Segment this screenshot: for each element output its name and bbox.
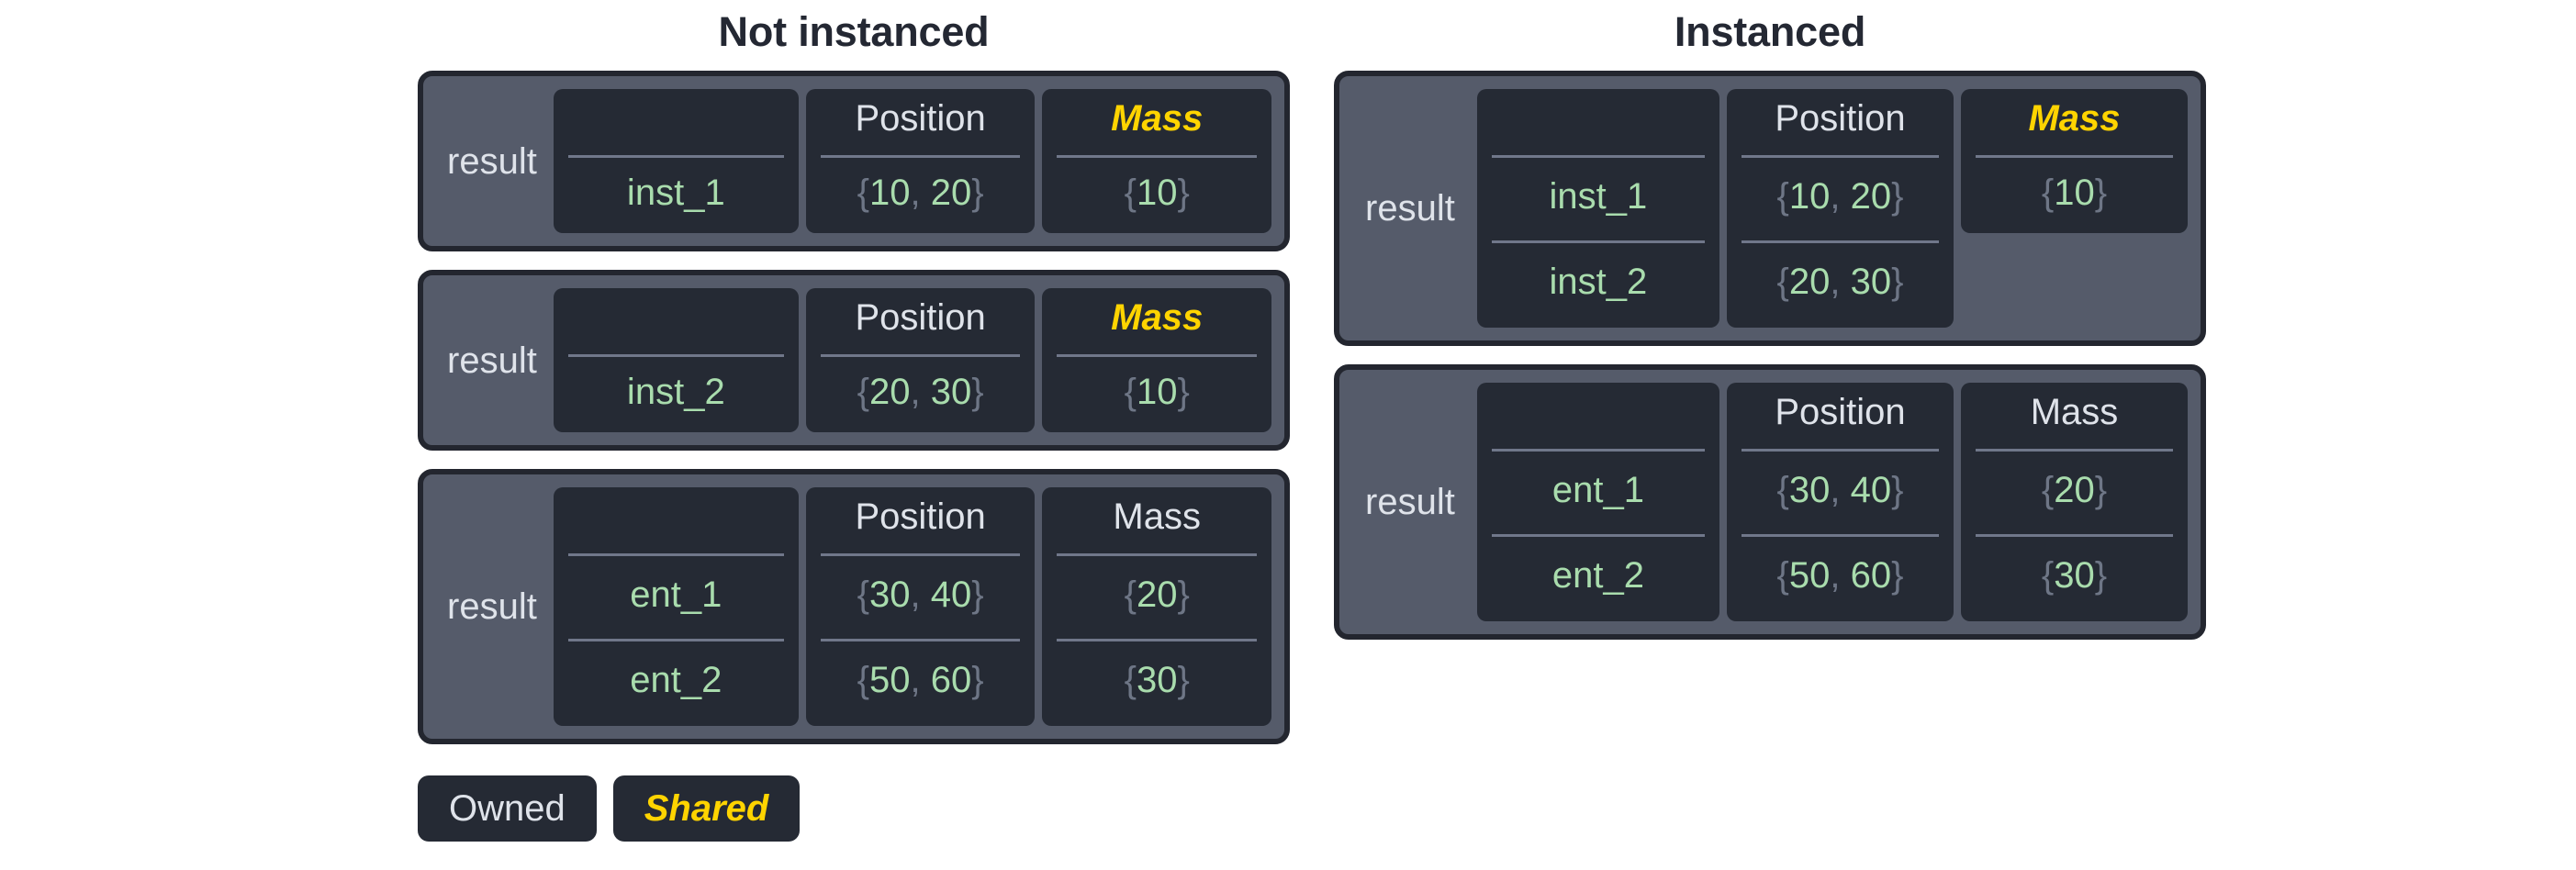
column-position: Position {30, 40} {50, 60} xyxy=(1727,383,1954,621)
cell-name-2: inst_2 xyxy=(1491,240,1706,313)
column-name: inst_1 xyxy=(553,89,799,233)
card-columns: ent_1 ent_2 Position {30, 40} {50, 60} Mass {2… xyxy=(553,487,1271,726)
cell-mass-1: {10} xyxy=(1057,155,1257,218)
cell-name-1: ent_1 xyxy=(567,553,784,626)
column-name: inst_2 xyxy=(553,288,799,432)
column-mass: Mass {10} xyxy=(1961,89,2189,233)
cell-position-2: {50, 60} xyxy=(1742,534,1940,607)
cell-mass-2: {30} xyxy=(1976,534,2174,607)
cell-name-1: ent_1 xyxy=(1491,449,1706,521)
cell-position-1: {10, 20} xyxy=(1742,155,1940,228)
card-label: result xyxy=(1365,188,1455,229)
column-mass: Mass {10} xyxy=(1042,288,1271,432)
cell-name-2: ent_2 xyxy=(567,639,784,711)
column-header-position: Position xyxy=(855,297,986,338)
cell-position-1: {20, 30} xyxy=(820,354,1021,418)
card-columns: inst_2 Position {20, 30} Mass {10} xyxy=(553,288,1271,432)
card-label: result xyxy=(447,140,537,182)
result-card: result inst_1 Position {10, 20} Mass {10} xyxy=(418,71,1290,251)
column-mass: Mass {20} {30} xyxy=(1042,487,1271,726)
column-header-mass: Mass xyxy=(1111,98,1204,139)
column-header-position: Position xyxy=(1775,392,1906,432)
column-name: inst_1 inst_2 xyxy=(1476,89,1720,328)
cell-position-1: {30, 40} xyxy=(820,553,1021,626)
column-position: Position {10, 20} {20, 30} xyxy=(1727,89,1954,328)
heading-not-instanced: Not instanced xyxy=(718,8,990,55)
card-columns: inst_1 Position {10, 20} Mass {10} xyxy=(553,89,1271,233)
column-position: Position {30, 40} {50, 60} xyxy=(805,487,1036,726)
column-header-position: Position xyxy=(1775,98,1906,139)
result-card: result ent_1 ent_2 Position {30, 40} {50, 60… xyxy=(418,469,1290,744)
heading-instanced: Instanced xyxy=(1674,8,1866,55)
column-header-position: Position xyxy=(855,496,986,537)
card-columns: ent_1 ent_2 Position {30, 40} {50, 60} Mass {2… xyxy=(1476,383,2189,621)
cell-mass-2: {30} xyxy=(1057,639,1257,711)
cell-name-1: inst_1 xyxy=(1491,155,1706,228)
legend-chip-shared: Shared xyxy=(612,775,801,842)
cell-position-2: {50, 60} xyxy=(820,639,1021,711)
column-mass: Mass {20} {30} xyxy=(1961,383,2189,621)
result-card: result inst_1 inst_2 Position {10, 20} {20, … xyxy=(1334,71,2206,346)
cell-name-2: ent_2 xyxy=(1491,534,1706,607)
column-header-mass: Mass xyxy=(2028,98,2121,139)
card-label: result xyxy=(447,340,537,381)
cell-position-1: {10, 20} xyxy=(820,155,1021,218)
column-position: Position {20, 30} xyxy=(805,288,1036,432)
cell-name-1: inst_1 xyxy=(567,155,784,218)
result-card: result ent_1 ent_2 Position {30, 40} {50, 60… xyxy=(1334,364,2206,640)
column-header-mass: Mass xyxy=(1113,496,1201,537)
column-name: ent_1 ent_2 xyxy=(1476,383,1720,621)
column-name: ent_1 ent_2 xyxy=(553,487,799,726)
card-label: result xyxy=(1365,482,1455,522)
cell-position-2: {20, 30} xyxy=(1742,240,1940,313)
column-header-mass: Mass xyxy=(1111,297,1204,338)
column-header-mass: Mass xyxy=(2030,392,2119,432)
cell-mass-1: {20} xyxy=(1976,449,2174,521)
cell-name-1: inst_2 xyxy=(567,354,784,418)
card-columns: inst_1 inst_2 Position {10, 20} {20, 30} Mass… xyxy=(1476,89,2189,328)
card-label: result xyxy=(447,586,537,627)
column-header-position: Position xyxy=(855,98,986,139)
cell-mass-1: {10} xyxy=(1976,155,2174,218)
column-mass: Mass {10} xyxy=(1042,89,1271,233)
cell-position-1: {30, 40} xyxy=(1742,449,1940,521)
cell-mass-1: {10} xyxy=(1057,354,1257,418)
column-position: Position {10, 20} xyxy=(805,89,1036,233)
legend-chip-owned: Owned xyxy=(418,775,597,842)
result-card: result inst_2 Position {20, 30} Mass {10} xyxy=(418,270,1290,451)
cell-mass-1: {20} xyxy=(1057,553,1257,626)
